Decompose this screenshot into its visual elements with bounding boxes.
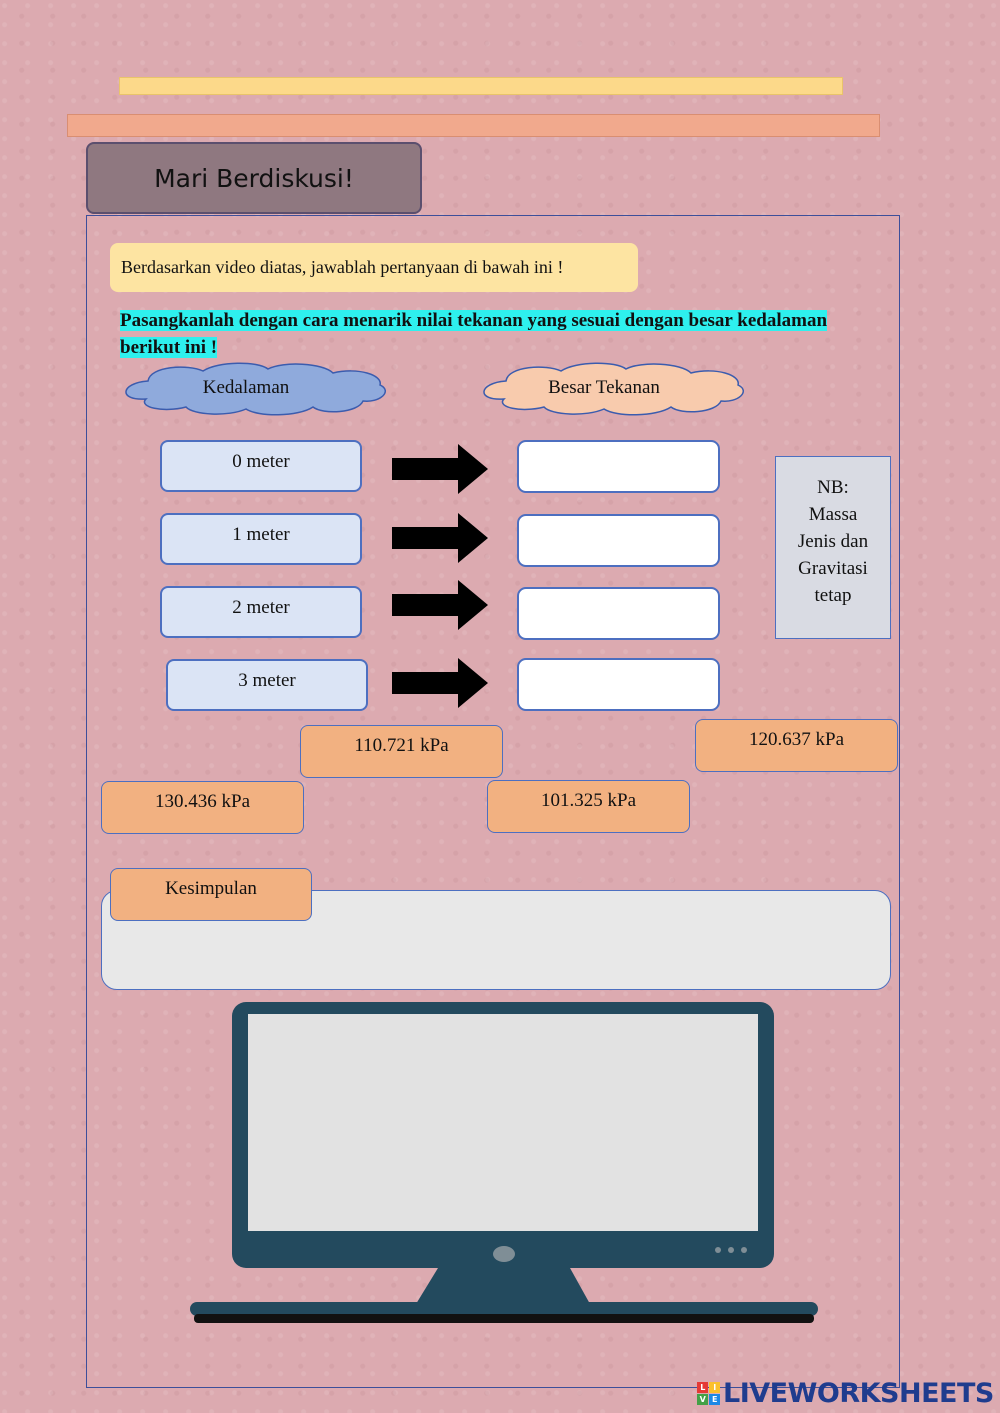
pressure-drop-target-2[interactable] (517, 587, 720, 640)
note-box: NB: Massa Jenis dan Gravitasi tetap (775, 456, 891, 639)
depth-header-label: Kedalaman (202, 377, 290, 398)
pressure-option[interactable]: 110.721 kPa (300, 725, 503, 778)
pressure-drop-target-3[interactable] (517, 658, 720, 711)
pressure-header-label: Besar Tekanan (548, 377, 660, 398)
header-yellow-bar (119, 77, 843, 95)
depth-card-0: 0 meter (160, 440, 362, 492)
brand-name: LIVEWORKSHEETS (723, 1377, 994, 1409)
note-line: NB: (817, 477, 849, 498)
note-line: Jenis dan (797, 531, 869, 552)
worksheet-frame (86, 215, 900, 1388)
page-title: Mari Berdiskusi! (86, 142, 422, 214)
note-line: Massa (808, 504, 858, 525)
task-line-2: berikut ini ! (120, 337, 218, 358)
header-salmon-bar (67, 114, 880, 137)
note-line: tetap (814, 585, 852, 606)
task-line-1: Pasangkanlah dengan cara menarik nilai t… (120, 310, 828, 331)
depth-card-3: 3 meter (166, 659, 368, 711)
depth-card-1: 1 meter (160, 513, 362, 565)
arrow-right-icon (392, 580, 488, 630)
note-line: Gravitasi (798, 558, 868, 579)
arrow-right-icon (392, 444, 488, 494)
instruction-text: Berdasarkan video diatas, jawablah perta… (110, 243, 638, 292)
arrow-right-icon (392, 658, 488, 708)
pressure-drop-target-1[interactable] (517, 514, 720, 567)
pressure-header-cloud (483, 362, 744, 416)
depth-card-2: 2 meter (160, 586, 362, 638)
pressure-option[interactable]: 101.325 kPa (487, 780, 690, 833)
pressure-option[interactable]: 120.637 kPa (695, 719, 898, 772)
depth-header-cloud (125, 362, 386, 416)
arrow-right-icon (392, 513, 488, 563)
conclusion-label: Kesimpulan (110, 868, 312, 921)
monitor-icon (190, 1002, 818, 1323)
pressure-drop-target-0[interactable] (517, 440, 720, 493)
pressure-option[interactable]: 130.436 kPa (101, 781, 304, 834)
task-text: Pasangkanlah dengan cara menarik nilai t… (120, 307, 878, 361)
